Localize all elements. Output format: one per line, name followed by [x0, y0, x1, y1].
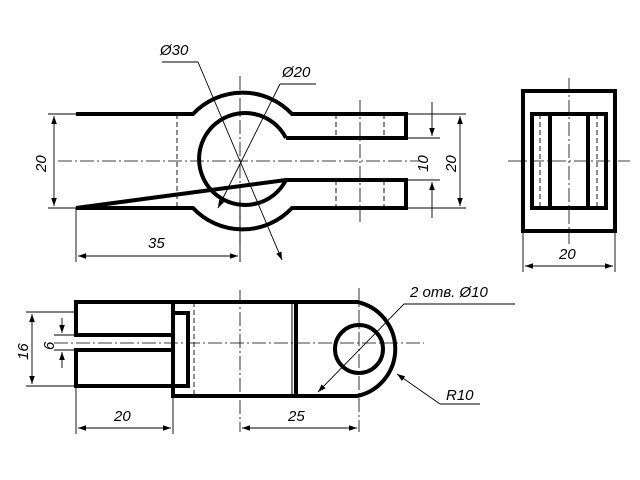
front-view-body	[171, 300, 398, 398]
dim-front-left-len: 20	[113, 408, 131, 425]
dim-top-height-right: 20	[443, 155, 460, 173]
dim-radius: R10	[446, 387, 474, 404]
dim-slot-width: 10	[415, 155, 432, 172]
dim-front-slot: 6	[41, 341, 58, 350]
front-view-fork	[74, 300, 175, 388]
top-view: Ø30 Ø20 20 35 10 20	[33, 42, 466, 262]
dim-front-mid-len: 25	[287, 408, 305, 425]
side-view: 20	[508, 78, 630, 272]
front-view: 2 отв. Ø10 R10 16 6 20 25	[15, 284, 515, 434]
top-view-outline	[75, 90, 408, 232]
dim-holes-note: 2 отв. Ø10	[409, 284, 489, 301]
dim-d30: Ø30	[159, 42, 189, 59]
dim-side-width: 20	[558, 246, 576, 263]
dim-top-length: 35	[148, 235, 165, 252]
dim-d20: Ø20	[281, 64, 311, 81]
dim-front-height: 16	[15, 343, 32, 360]
dim-top-height-left: 20	[33, 155, 50, 173]
